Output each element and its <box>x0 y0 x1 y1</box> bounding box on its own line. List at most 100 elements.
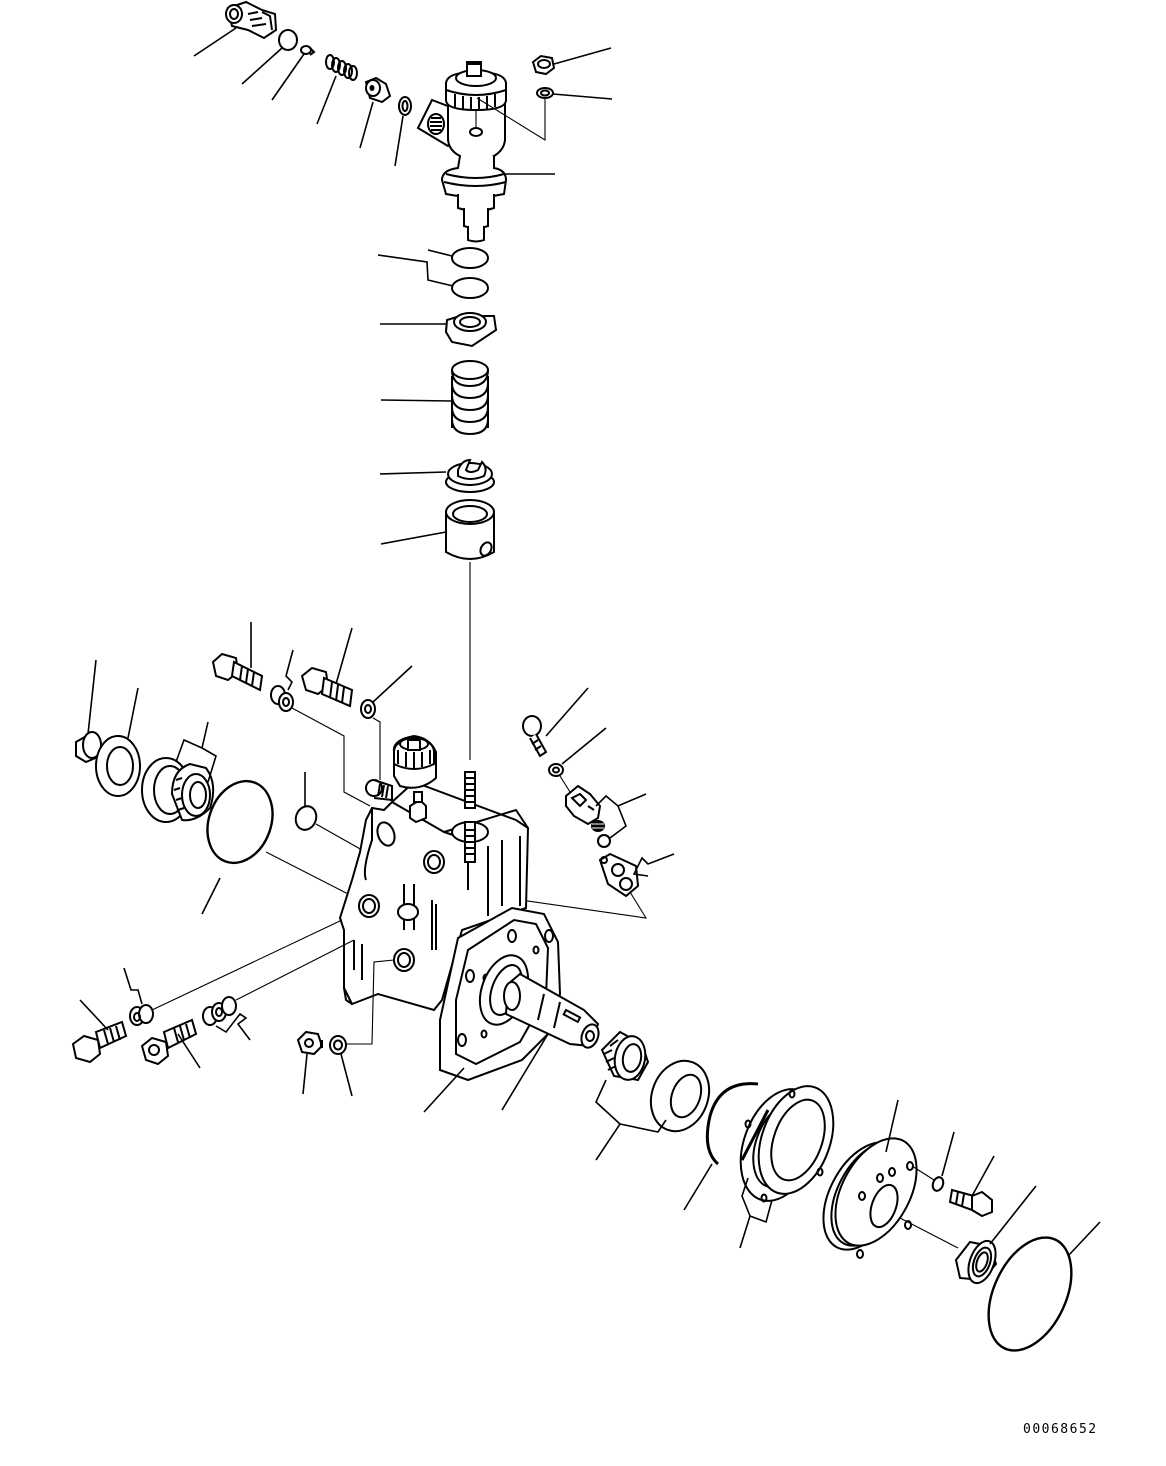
shim-pair-part <box>739 1085 835 1203</box>
leader-line <box>241 47 283 85</box>
bolt-part <box>71 1020 128 1064</box>
leader-line <box>335 627 353 685</box>
leader-line <box>941 1131 955 1177</box>
assembly-line <box>559 775 571 793</box>
bottom-left-fasteners <box>71 919 395 1097</box>
sensor-part <box>565 784 605 832</box>
leader-line <box>683 1163 713 1211</box>
washer-part <box>536 87 554 99</box>
o-ring-part <box>451 277 489 299</box>
tapered-bearing-part <box>600 1030 650 1082</box>
leader-line <box>177 1033 201 1069</box>
leader-line <box>340 1053 353 1097</box>
washer-part <box>548 763 564 777</box>
leader-line <box>175 721 217 783</box>
leader-line <box>739 1177 773 1249</box>
gasket-set-part <box>202 996 237 1026</box>
pressure-control-valve <box>416 47 613 243</box>
oil-seal-part <box>954 1239 998 1285</box>
leader-line <box>271 53 305 101</box>
fitting-part <box>225 0 278 40</box>
o-ring-part <box>278 29 298 51</box>
top-fasteners <box>211 622 413 807</box>
leader-line <box>595 793 647 839</box>
bolt-part <box>948 1188 993 1218</box>
leader-line <box>632 853 675 877</box>
leader-line <box>127 687 139 739</box>
o-ring-part <box>451 247 489 269</box>
bushing-part <box>75 731 102 764</box>
assembly-line <box>911 1165 935 1181</box>
washer-part <box>931 1176 945 1192</box>
plug-part <box>296 1030 324 1056</box>
leader-line <box>379 471 447 475</box>
left-side-parts <box>75 659 363 915</box>
leader-line <box>302 1053 308 1095</box>
assembly-line <box>315 823 363 851</box>
leader-line <box>989 1185 1037 1245</box>
leader-line <box>285 649 294 691</box>
assembly-line <box>235 939 355 1001</box>
leader-line <box>87 659 97 735</box>
assembly-line <box>265 851 357 899</box>
assembly-line <box>899 1217 959 1249</box>
cover-part <box>822 1137 918 1259</box>
gasket-pair-part <box>129 1004 154 1026</box>
oil-seal-part <box>95 735 141 797</box>
leader-line <box>885 1099 899 1153</box>
gasket-pair-part <box>270 685 294 712</box>
leader-line <box>394 115 404 167</box>
banjo-bolt-part <box>211 652 264 692</box>
leader-line <box>377 249 454 287</box>
gasket-part <box>360 699 376 719</box>
leader-line <box>1067 1221 1101 1257</box>
leader-line <box>201 877 221 915</box>
o-ring-large-part <box>987 1236 1073 1352</box>
spring-part <box>325 54 358 81</box>
plunger-stack <box>377 247 498 760</box>
snap-ring-part <box>705 1082 759 1166</box>
assembly-line <box>372 717 381 780</box>
o-ring-part <box>597 834 611 848</box>
bearing-part <box>141 757 215 823</box>
bolt-part <box>522 715 548 758</box>
leader-line <box>380 399 453 402</box>
o-ring-large-part <box>206 779 274 865</box>
pump-body <box>338 734 600 1082</box>
bolt-part <box>300 666 354 708</box>
tappet-part <box>445 499 495 560</box>
leader-line <box>561 727 607 765</box>
assembly-line <box>151 919 343 1011</box>
washer-part <box>398 96 412 116</box>
assembly-line <box>291 707 371 807</box>
leader-line <box>193 27 237 57</box>
top-valve-assembly <box>193 0 412 167</box>
leader-line <box>215 1012 251 1041</box>
leader-line <box>372 665 413 703</box>
assembly-line <box>346 959 395 1045</box>
front-end-parts <box>595 1030 1101 1352</box>
lower-seat-part <box>445 458 495 493</box>
leader-line <box>501 1033 549 1111</box>
valve-part <box>300 45 316 56</box>
leader-line <box>359 101 374 149</box>
sensor-assembly <box>381 687 675 919</box>
gasket-part <box>329 1035 347 1055</box>
drawing-number: 00068652 <box>1023 1422 1098 1437</box>
leader-line <box>123 967 143 1005</box>
leader-line <box>545 687 589 737</box>
leader-line <box>971 1155 995 1197</box>
leader-line <box>476 97 546 141</box>
upper-seat-part <box>444 312 498 348</box>
leader-line <box>316 75 337 125</box>
bracket-part <box>598 852 640 898</box>
banjo-bolt-part <box>140 1018 198 1066</box>
leader-line <box>380 531 447 545</box>
leader-line <box>553 47 612 65</box>
leader-line <box>552 93 613 100</box>
leader-line <box>423 1067 465 1113</box>
plunger-spring-part <box>451 360 489 436</box>
o-ring-small-part <box>294 805 318 831</box>
seat-part <box>364 76 392 104</box>
